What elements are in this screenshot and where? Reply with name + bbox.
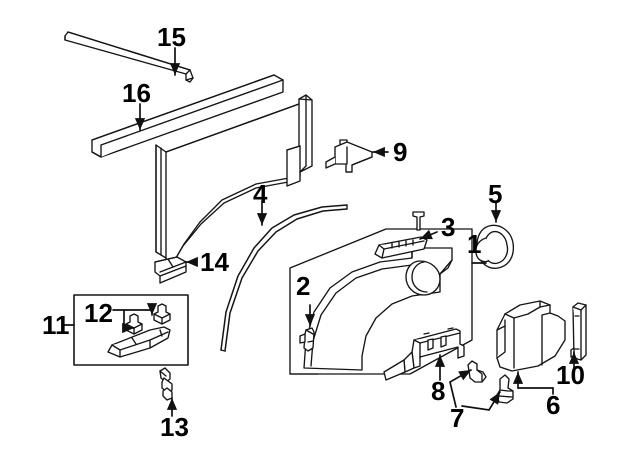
callout-label-6[interactable]: 6 [546,390,561,420]
part-4-weatherstrip-seal [220,204,348,352]
part-12-grommet-pair [125,303,171,335]
callout-label-15[interactable]: 15 [157,22,186,52]
part-8-mounting-bracket [383,327,465,381]
part-14-lower-bracket [154,256,187,284]
part-15-bed-rail-cap-upper [64,31,194,83]
leader-12-b [122,309,135,334]
leader-7-a [449,369,472,408]
part-10-edge-trim-clip [570,302,587,361]
part-13-bolt-and-nut [159,367,173,401]
part-5-fuel-filler-housing [475,224,515,269]
callout-label-11[interactable]: 11 [42,310,70,340]
callout-label-12[interactable]: 12 [84,298,113,328]
callout-label-8[interactable]: 8 [431,376,446,406]
callout-label-16[interactable]: 16 [122,78,151,108]
part-9-upper-bracket [325,139,373,173]
callout-label-13[interactable]: 13 [160,412,189,442]
part-2-retainer-clip [299,327,315,352]
callout-label-7[interactable]: 7 [450,403,465,433]
callout-label-3[interactable]: 3 [441,212,456,242]
leader-12-a [112,303,158,316]
part-16-bed-rail-cap-lower [91,74,284,158]
callout-label-10[interactable]: 10 [556,360,585,390]
callout-label-9[interactable]: 9 [393,137,408,167]
part-11-molding-trim [107,326,171,358]
leader-7-b [461,391,501,411]
callout-label-2[interactable]: 2 [296,271,311,301]
leader-3 [419,229,438,240]
callout-label-1[interactable]: 1 [467,229,482,259]
callout-label-14[interactable]: 14 [200,247,229,277]
callout-label-5[interactable]: 5 [488,179,503,209]
part-6-wheelhouse-liner [496,300,566,372]
callout-label-4[interactable]: 4 [253,179,268,209]
